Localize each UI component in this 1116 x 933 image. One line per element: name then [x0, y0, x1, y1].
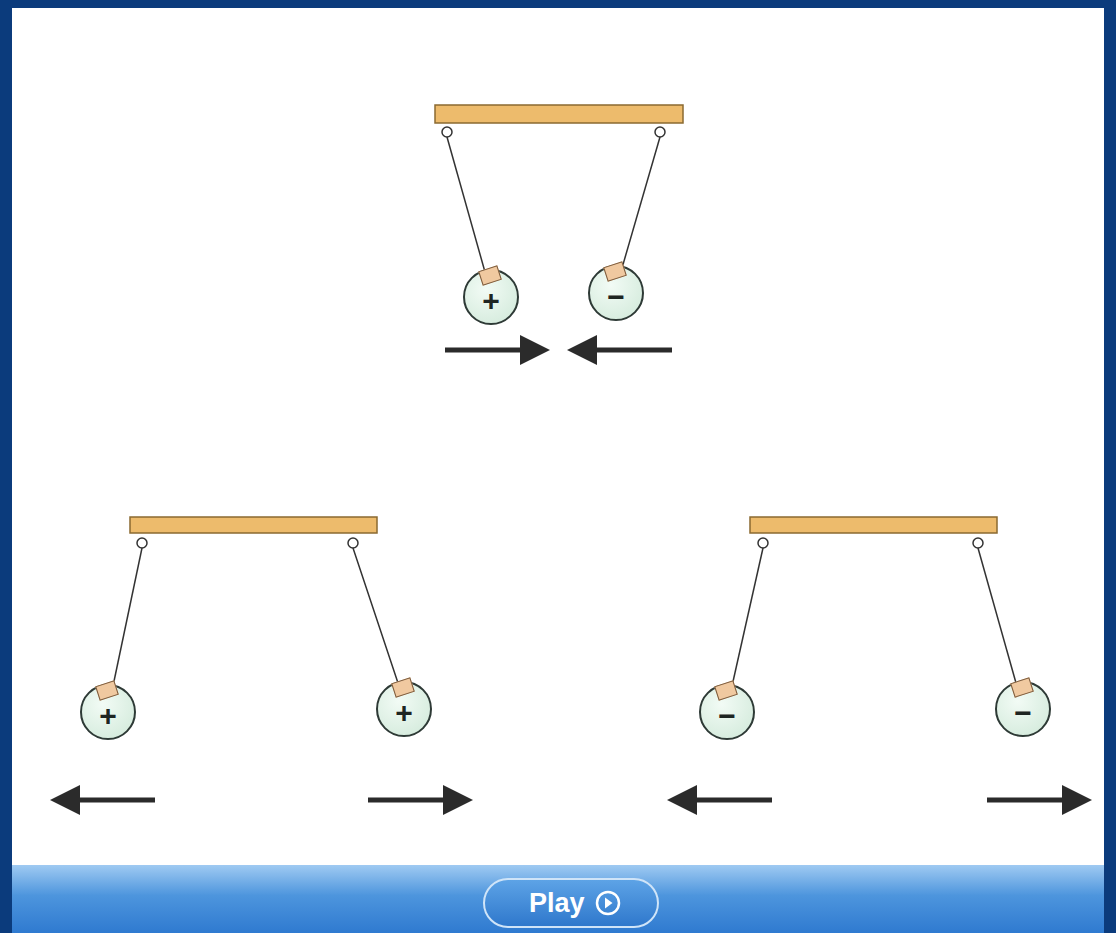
charge-sign: + — [465, 286, 517, 316]
button-label: Play — [529, 888, 585, 919]
charged-ball: + — [376, 681, 432, 737]
charge-sign: − — [701, 701, 753, 731]
charged-ball: − — [588, 265, 644, 321]
charged-ball: − — [699, 684, 755, 740]
play-icon — [595, 890, 621, 916]
charge-sign: + — [82, 701, 134, 731]
charge-sign: + — [378, 698, 430, 728]
white-panel — [12, 8, 1104, 865]
charged-ball: + — [463, 269, 519, 325]
play-button: Play — [483, 878, 659, 928]
charge-sign: − — [590, 282, 642, 312]
charged-ball: + — [80, 684, 136, 740]
charge-sign: − — [997, 698, 1049, 728]
charged-ball: − — [995, 681, 1051, 737]
